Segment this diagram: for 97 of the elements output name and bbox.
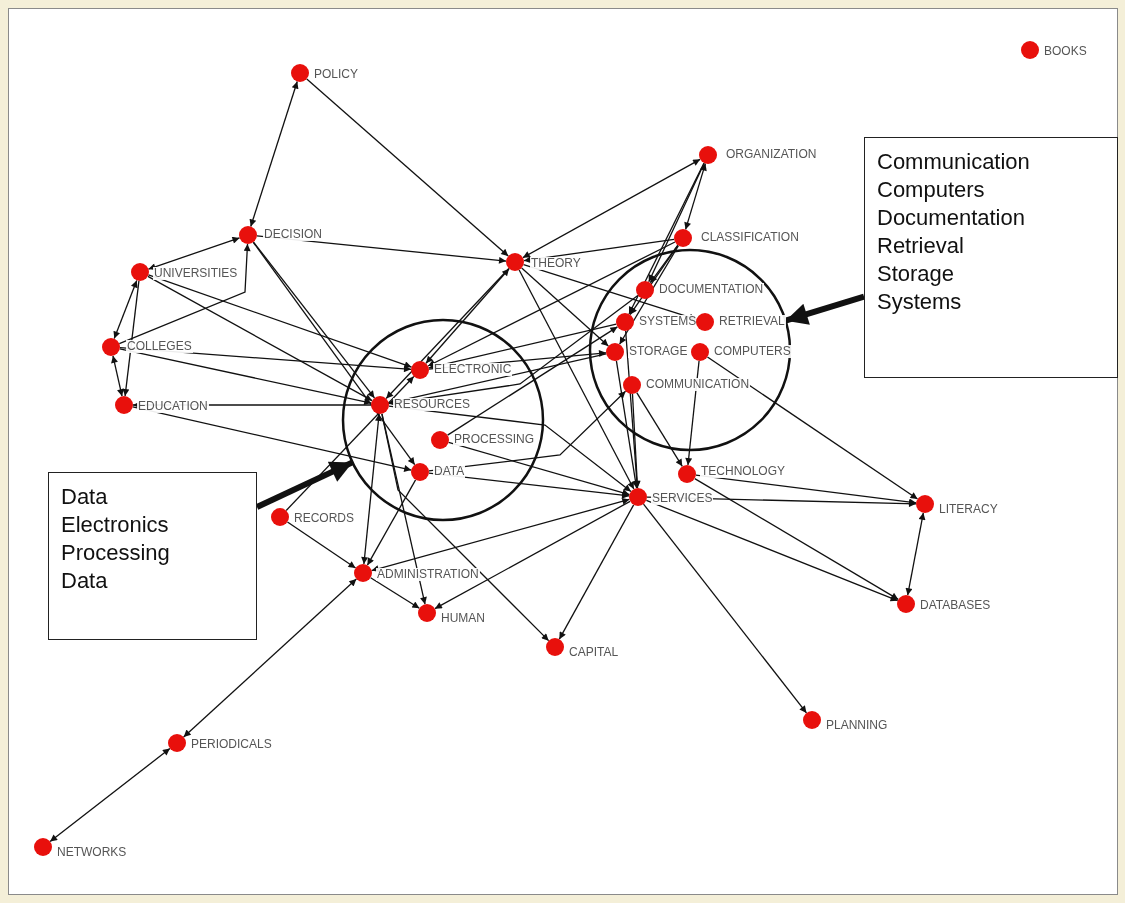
list-item: Processing <box>61 539 171 567</box>
node-label: DATA <box>433 465 466 478</box>
node-label: SERVICES <box>651 492 714 505</box>
arrow <box>428 323 617 370</box>
arrow <box>523 238 675 264</box>
node-label: POLICY <box>313 68 359 81</box>
list-item: Electronics <box>61 511 170 539</box>
node-label: TECHNOLOGY <box>700 465 786 478</box>
node-label: ADMINISTRATION <box>376 568 480 581</box>
arrow <box>784 293 865 325</box>
node-label: RESOURCES <box>393 398 471 411</box>
arrow <box>615 360 639 489</box>
arrow <box>628 162 705 315</box>
node-label: RECORDS <box>293 512 355 525</box>
arrow <box>255 459 354 510</box>
list-item: Data <box>61 483 109 511</box>
arrow <box>111 355 124 397</box>
arrow <box>388 353 607 405</box>
arrow <box>685 360 700 466</box>
arrow <box>649 244 679 284</box>
node-label: RETRIEVAL <box>718 315 786 328</box>
node-label: DECISION <box>263 228 323 241</box>
arrow <box>370 577 420 609</box>
arrow <box>631 393 641 489</box>
list-item: Storage <box>877 260 956 288</box>
arrow <box>118 243 251 345</box>
arrow <box>252 241 376 399</box>
node-label: BOOKS <box>1043 45 1088 58</box>
text-box <box>48 472 257 640</box>
list-item: Data <box>61 567 109 595</box>
node-label: COMPUTERS <box>713 345 792 358</box>
arrow <box>521 267 609 347</box>
arrow <box>629 244 679 316</box>
arrow <box>694 477 899 601</box>
arrow <box>183 578 357 738</box>
arrow <box>122 280 140 397</box>
arrow <box>684 162 707 231</box>
arrow <box>306 78 509 257</box>
arrow <box>448 441 630 496</box>
arrow <box>625 330 641 489</box>
arrow <box>361 413 382 565</box>
arrow <box>648 162 705 283</box>
arrow <box>371 497 630 573</box>
arrow <box>385 267 510 400</box>
arrow <box>642 503 808 714</box>
arrow <box>286 521 357 569</box>
arrow <box>905 512 926 596</box>
node-label: CLASSIFICATION <box>700 231 800 244</box>
arrow <box>706 356 919 500</box>
arrow <box>113 279 138 340</box>
arrow <box>119 348 372 406</box>
node-label: SYSTEMS <box>638 315 698 328</box>
list-item: Documentation <box>877 204 1026 232</box>
node-label: COMMUNICATION <box>645 378 751 391</box>
arrow <box>285 375 415 512</box>
node-label: DATABASES <box>919 599 992 612</box>
list-item: Computers <box>877 176 986 204</box>
arrow <box>558 504 635 640</box>
node-label: ELECTRONIC <box>433 363 513 376</box>
arrow <box>249 80 299 228</box>
arrow <box>381 413 550 642</box>
node-label: CAPITAL <box>568 646 620 659</box>
arrow <box>518 269 635 490</box>
list-item: Communication <box>877 148 1031 176</box>
arrow <box>645 499 899 602</box>
arrow <box>434 500 631 610</box>
arrow <box>49 747 171 843</box>
node-label: STORAGE <box>628 345 689 358</box>
arrow <box>147 236 241 271</box>
arrow <box>636 392 683 467</box>
node-label: HUMAN <box>440 612 486 625</box>
node-label: ORGANIZATION <box>725 148 818 161</box>
arrow <box>618 245 680 345</box>
node-label: UNIVERSITIES <box>153 267 239 280</box>
node-label: DOCUMENTATION <box>658 283 765 296</box>
arrow <box>366 479 417 566</box>
arrow <box>695 474 917 506</box>
arrow <box>252 241 416 466</box>
arrow <box>132 406 412 472</box>
node-label: PROCESSING <box>453 433 535 446</box>
node-label: LITERACY <box>938 503 999 516</box>
list-item: Retrieval <box>877 232 965 260</box>
node-label: NETWORKS <box>56 846 128 859</box>
node-label: EDUCATION <box>137 400 209 413</box>
arrow <box>388 294 639 407</box>
arrow <box>446 326 619 436</box>
node-label: COLLEGES <box>126 340 193 353</box>
arrow <box>522 158 701 259</box>
text-box <box>864 137 1118 378</box>
arrow <box>147 274 413 368</box>
node-label: PERIODICALS <box>190 738 273 751</box>
arrow <box>147 275 373 402</box>
arrow <box>427 241 676 367</box>
arrow <box>425 268 510 364</box>
node-label: PLANNING <box>825 719 889 732</box>
list-item: Systems <box>877 288 963 316</box>
node-label: THEORY <box>530 257 582 270</box>
